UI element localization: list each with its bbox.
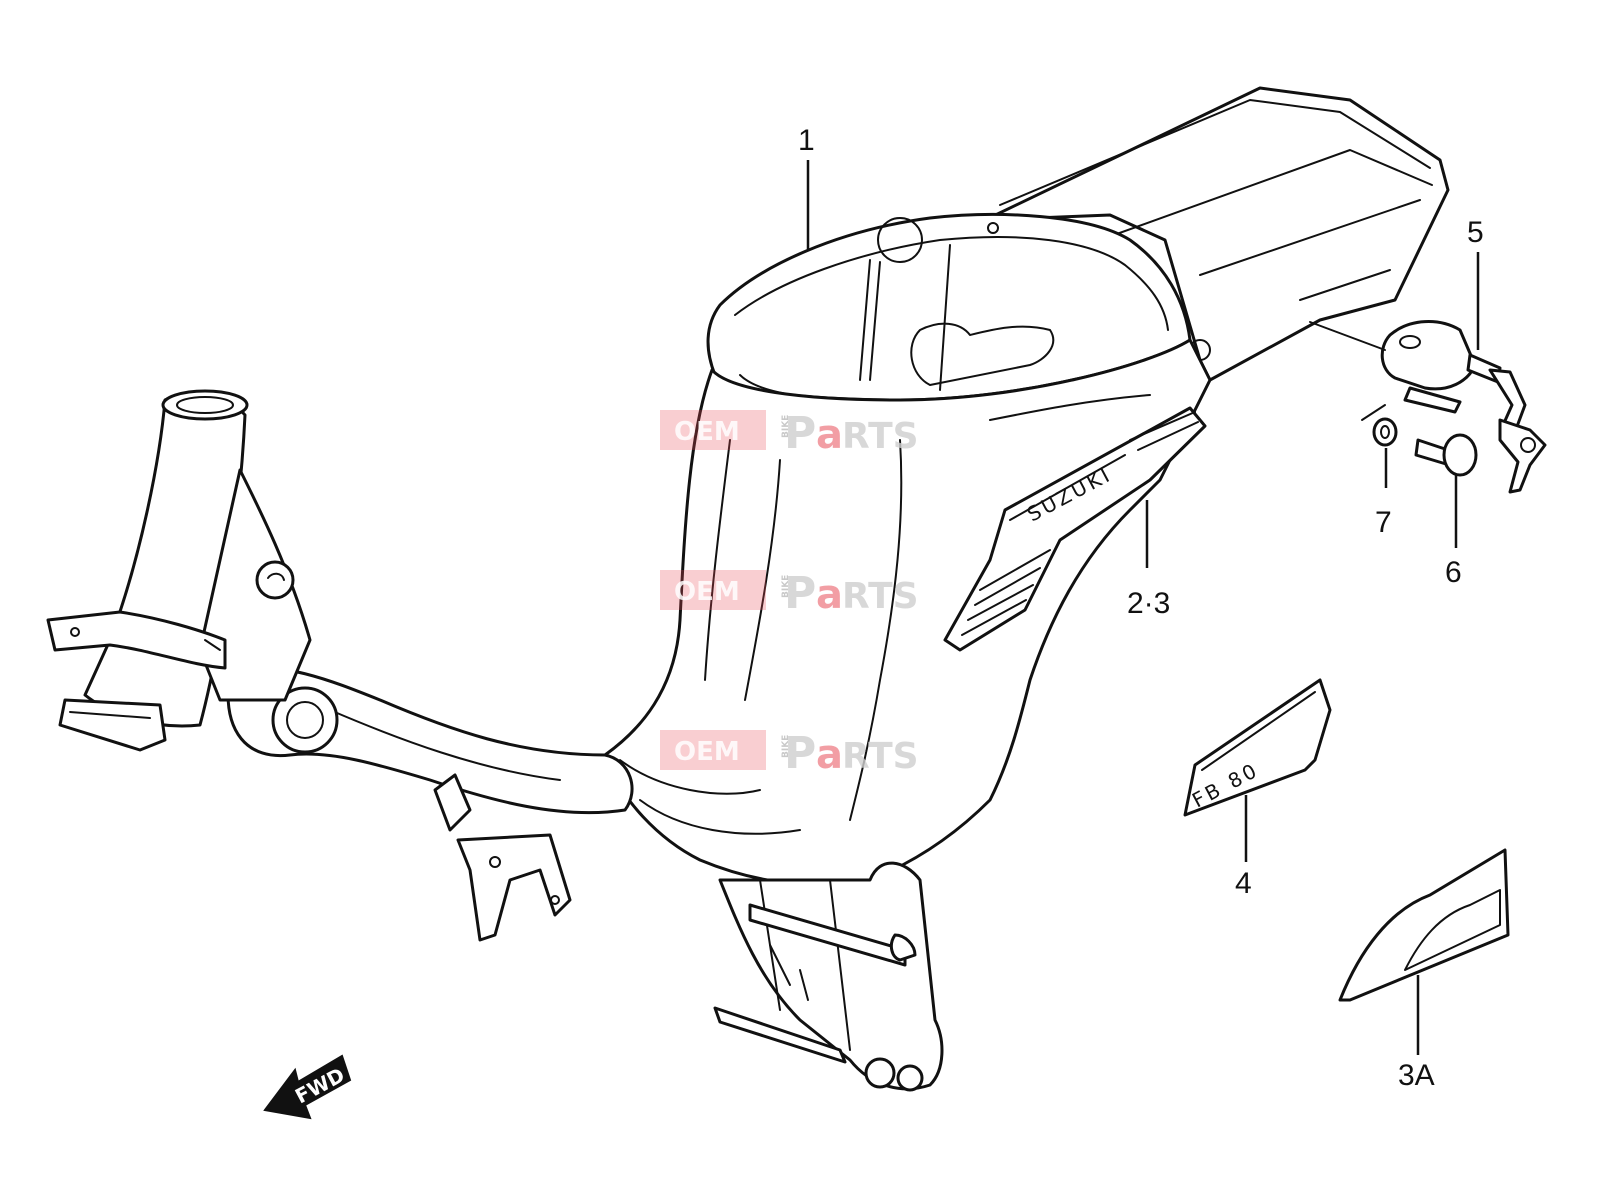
svg-text:a: a [816,732,843,778]
callout-2-3: 2·3 [1127,587,1170,620]
callout-1: 1 [798,124,815,157]
svg-text:P: P [784,728,816,779]
bolt-part-6 [1414,433,1478,477]
svg-text:OEM: OEM [674,577,740,607]
leader-lines [806,160,1480,1055]
svg-text:BIKE: BIKE [781,575,791,598]
seat-lock-assembly [1309,320,1547,494]
model-emblem-part-4: FB 80 [1183,678,1332,817]
svg-text:a: a [816,412,843,458]
front-frame [46,389,634,942]
forward-direction-arrow: FWD [263,1054,352,1120]
svg-text:BIKE: BIKE [781,735,791,758]
callout-7: 7 [1375,506,1392,539]
svg-text:RTS: RTS [842,736,919,777]
callout-3a: 3A [1398,1059,1435,1092]
frame-body: SUZUKI [603,86,1450,1092]
svg-text:OEM: OEM [674,417,740,447]
svg-text:P: P [784,408,816,459]
svg-text:OEM: OEM [674,737,740,767]
svg-text:BIKE: BIKE [781,415,791,438]
svg-text:a: a [816,572,843,618]
svg-text:RTS: RTS [842,576,919,617]
side-emblem-part-3a [1338,848,1510,1002]
watermark-1: OEM BIKE P a RTS [660,408,919,459]
callout-4: 4 [1235,867,1252,900]
washer-part-7 [1361,404,1398,447]
watermark-3: OEM BIKE P a RTS [660,728,919,779]
svg-text:P: P [784,568,816,619]
callout-6: 6 [1445,556,1462,589]
svg-text:RTS: RTS [842,416,919,457]
callout-5: 5 [1467,216,1484,249]
callout-labels: 1 2·3 5 7 6 4 3A [798,124,1484,1092]
watermark-2: OEM BIKE P a RTS [660,568,919,619]
